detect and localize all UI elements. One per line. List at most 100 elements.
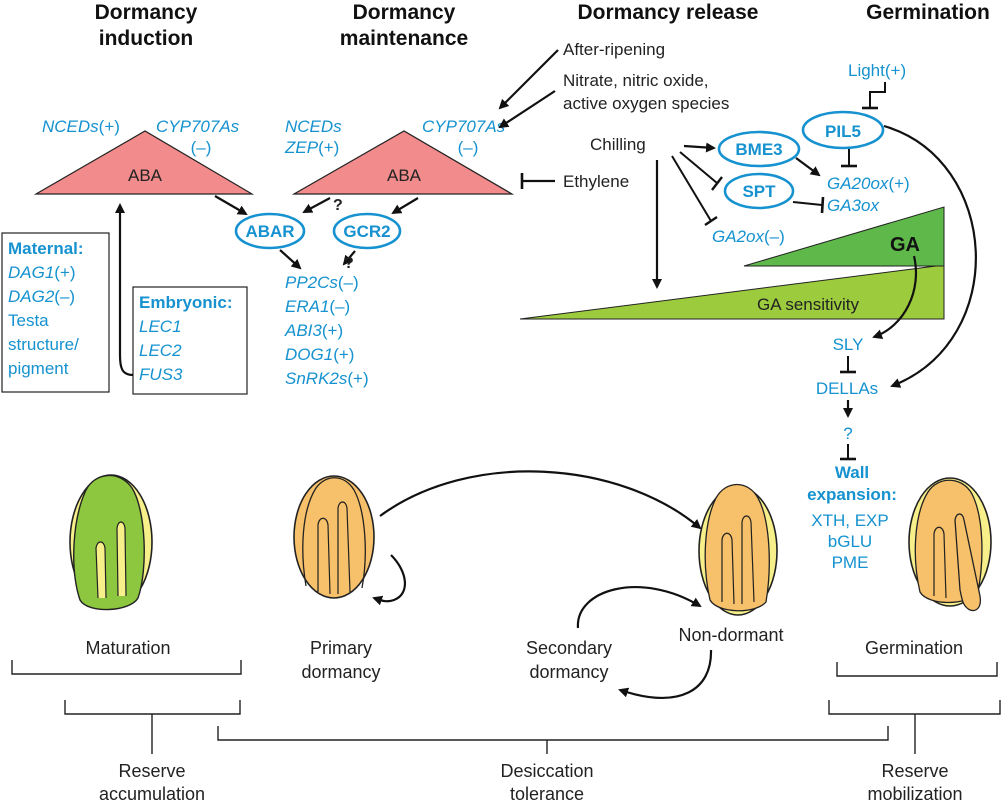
chilling-inhibit-ga2ox-bar <box>704 216 718 226</box>
seed-germination <box>908 477 992 612</box>
stage-secondary-dormancy-line1: Secondary <box>526 638 612 658</box>
induction-aba-triangle <box>33 130 255 195</box>
embryonic-lec1: LEC1 <box>139 317 182 336</box>
induction-cyp707as-label: CYP707As <box>156 117 240 136</box>
sly-label: SLY <box>833 335 864 354</box>
embryonic-title: Embryonic: <box>139 293 233 312</box>
header-dormancy-release: Dormancy release <box>578 1 759 24</box>
embryonic-lec2: LEC2 <box>139 341 182 360</box>
gene-era1: ERA1(–) <box>285 297 350 316</box>
light-inhibit-pil5-line <box>869 82 886 108</box>
after-ripening-label: After-ripening <box>563 40 665 59</box>
chilling-inhibit-spt-bar <box>711 176 723 191</box>
secondary-to-nondormant-arrow <box>576 586 702 629</box>
bme3-label: BME3 <box>735 140 782 159</box>
nitrate-arrow <box>498 90 556 129</box>
maturation-bracket <box>11 660 242 675</box>
pil5-to-dellas-arrow <box>883 124 977 388</box>
reserve-mobilization-line1: Reserve <box>881 761 948 781</box>
maternal-testa-line1: Testa <box>8 311 49 330</box>
ga-sensitivity-label: GA sensitivity <box>757 295 860 314</box>
spt-label: SPT <box>742 182 776 201</box>
gene-snrk2s: SnRK2s(+) <box>285 369 369 388</box>
germination-bracket <box>836 662 998 677</box>
stage-primary-dormancy-line2: dormancy <box>301 662 380 682</box>
desiccation-tolerance-line2: tolerance <box>510 784 584 802</box>
maintenance-aba-triangle <box>291 130 515 195</box>
seed-non-dormant <box>698 483 778 616</box>
spt-inhibit-ga3ox-line <box>792 201 823 206</box>
seed-maturation <box>69 474 153 611</box>
embryonic-to-aba-arrow <box>115 203 134 377</box>
spt-inhibit-ga3ox-bar <box>820 196 825 214</box>
wall-item-xth-exp: XTH, EXP <box>811 511 888 530</box>
maternal-dag2: DAG2(–) <box>8 287 75 306</box>
embryonic-fus3: FUS3 <box>139 365 183 384</box>
nondormant-to-secondary-arrow <box>618 649 713 699</box>
ga-label: GA <box>890 234 920 256</box>
ethylene-label: Ethylene <box>563 172 629 191</box>
after-ripening-arrow <box>498 49 559 110</box>
gcr2-to-genes-arrow <box>342 250 356 266</box>
wall-expansion-title-line1: Wall <box>835 463 869 482</box>
chilling-to-bme3-arrow <box>683 142 716 153</box>
gcr2-question-mark: ? <box>344 255 354 272</box>
maternal-dag1: DAG1(+) <box>8 263 76 282</box>
maternal-testa-line2: structure/ <box>8 335 79 354</box>
reserve-accumulation-line1: Reserve <box>118 761 185 781</box>
chilling-inhibit-ga2ox-line <box>671 155 712 222</box>
desiccation-tolerance-bracket <box>217 726 889 741</box>
induction-aba-to-abar-arrow <box>214 195 248 216</box>
spt-node <box>723 172 795 210</box>
maintenance-aba-label: ABA <box>387 166 422 185</box>
induction-aba-label: ABA <box>128 166 163 185</box>
ga-wedge <box>743 206 945 267</box>
embryonic-box <box>132 286 248 395</box>
reserve-accumulation-bracket <box>64 700 241 715</box>
desiccation-tolerance-line1: Desiccation <box>500 761 593 781</box>
maternal-title: Maternal: <box>8 239 84 258</box>
maternal-box <box>1 232 110 393</box>
pil5-node <box>801 110 885 150</box>
chilling-inhibit-spt-line <box>679 151 718 184</box>
chilling-label: Chilling <box>590 135 646 154</box>
gene-abi3: ABI3(+) <box>284 321 343 340</box>
induction-cyp707as-sign: (–) <box>191 138 212 157</box>
reserve-mobilization-line2: mobilization <box>867 784 962 802</box>
stage-germination-label: Germination <box>865 638 963 658</box>
ga-sensitivity-wedge <box>519 264 945 320</box>
header-dormancy-maintenance-line2: maintenance <box>340 27 468 50</box>
unknown-factor-label: ? <box>843 424 852 443</box>
ga-to-sly-arrow <box>872 255 918 340</box>
gcr2-node <box>332 212 402 250</box>
wall-item-pme: PME <box>832 553 869 572</box>
abar-label: ABAR <box>245 222 294 241</box>
header-germination: Germination <box>866 1 990 24</box>
maintenance-aba-to-abar-arrow <box>302 197 331 213</box>
maintenance-nceds-label: NCEDs <box>285 117 342 136</box>
maternal-testa-line3: pigment <box>8 359 69 378</box>
reserve-accumulation-line2: accumulation <box>99 784 205 802</box>
stage-primary-dormancy-line1: Primary <box>310 638 372 658</box>
header-dormancy-maintenance-line1: Dormancy <box>353 1 456 24</box>
maintenance-cyp707as-sign: (–) <box>458 138 479 157</box>
maintenance-aba-to-gcr2-arrow <box>391 197 419 215</box>
wall-expansion-title-line2: expansion: <box>807 485 897 504</box>
abar-node <box>234 212 306 250</box>
bme3-to-ga20ox-arrow <box>795 157 821 177</box>
gcr2-label: GCR2 <box>343 222 390 241</box>
primary-dormancy-loop-arrow <box>372 554 406 606</box>
nitrate-label-line1: Nitrate, nitric oxide, <box>563 71 709 90</box>
seed-primary-dormancy <box>293 475 375 599</box>
bme3-node <box>717 130 801 168</box>
stage-secondary-dormancy-line2: dormancy <box>529 662 608 682</box>
maintenance-zep-label: ZEP(+) <box>284 138 339 157</box>
nitrate-label-line2: active oxygen species <box>563 94 729 113</box>
ga20ox-label: GA20ox(+) <box>827 174 910 193</box>
stage-non-dormant-label: Non-dormant <box>678 625 783 645</box>
wall-item-bglu: bGLU <box>828 532 872 551</box>
header-dormancy-induction-line2: induction <box>99 27 193 50</box>
gene-dog1: DOG1(+) <box>285 345 354 364</box>
